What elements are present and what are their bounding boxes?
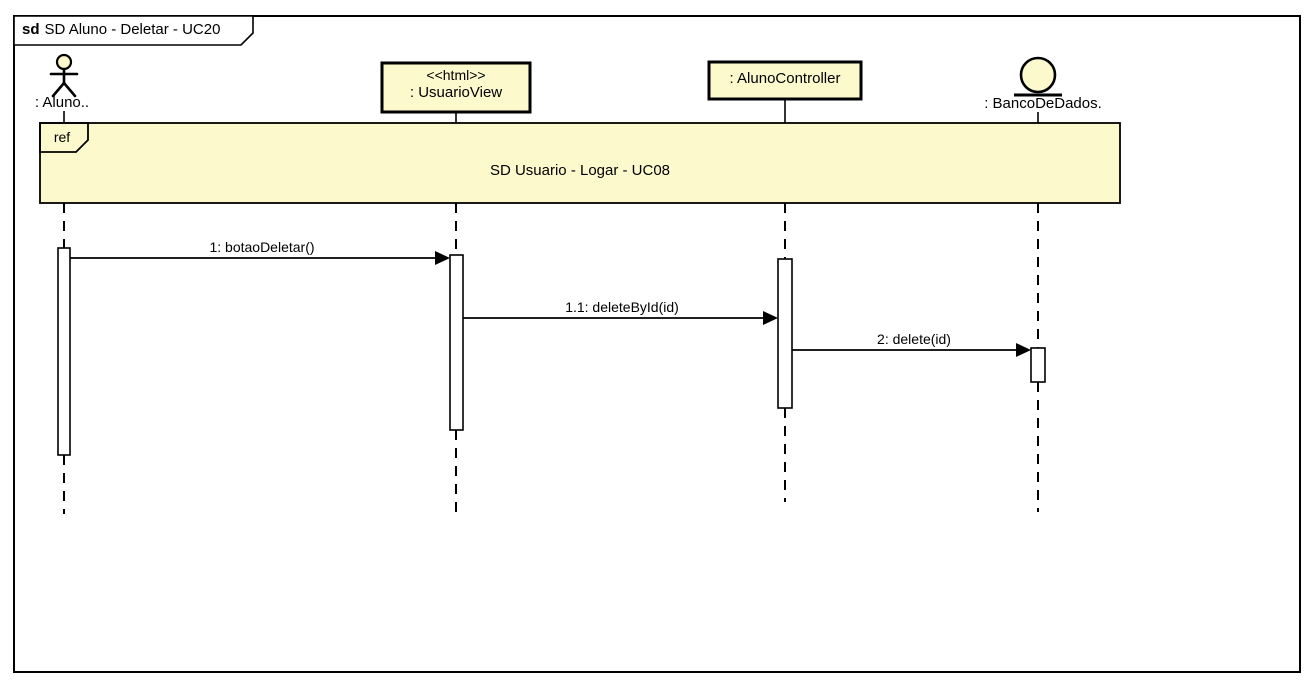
lifeline-label-alunocontroller[interactable]: : AlunoController xyxy=(729,70,841,87)
message-2-arrowhead xyxy=(763,311,778,325)
entity-circle-icon[interactable] xyxy=(1014,56,1062,97)
lifelines-dashed xyxy=(63,203,1039,514)
message-1-label: 1: botaoDeletar() xyxy=(209,239,315,255)
message-1-arrowhead xyxy=(435,251,450,265)
message-3-arrowhead xyxy=(1016,343,1031,357)
lifeline-stubs xyxy=(63,99,1039,123)
message-arrows xyxy=(70,251,1031,357)
frame-keyword: sd xyxy=(22,21,40,38)
ref-fragment-box[interactable] xyxy=(39,122,1121,204)
activation-usuarioview xyxy=(449,254,464,431)
message-3-label: 2: delete(id) xyxy=(877,331,951,347)
lifeline-head-alunocontroller[interactable] xyxy=(707,60,863,101)
lifeline-label-bancodedados[interactable]: : BancoDeDados. xyxy=(984,95,1102,112)
activation-bars xyxy=(57,247,1046,456)
actor-stick-figure-icon xyxy=(49,53,79,98)
activation-alunocontroller xyxy=(777,258,793,409)
lifeline-head-usuarioview[interactable] xyxy=(380,61,532,114)
diagram-frame xyxy=(13,15,1301,673)
ref-label[interactable]: SD Usuario - Logar - UC08 xyxy=(489,162,671,179)
message-2-label: 1.1: deleteById(id) xyxy=(565,299,679,315)
frame-title-tab xyxy=(13,15,254,46)
ref-fragment-tab xyxy=(39,122,89,153)
lifeline-label-usuarioview[interactable]: : UsuarioView xyxy=(409,84,503,101)
ref-keyword: ref xyxy=(53,129,71,145)
lifeline-label-aluno[interactable]: : Aluno.. xyxy=(34,94,90,111)
activation-aluno xyxy=(57,247,71,456)
activation-bancodedados xyxy=(1030,347,1046,383)
lifeline-stereotype-usuarioview: <<html>> xyxy=(426,67,486,83)
frame-title-text: SD Aluno - Deletar - UC20 xyxy=(44,21,221,38)
